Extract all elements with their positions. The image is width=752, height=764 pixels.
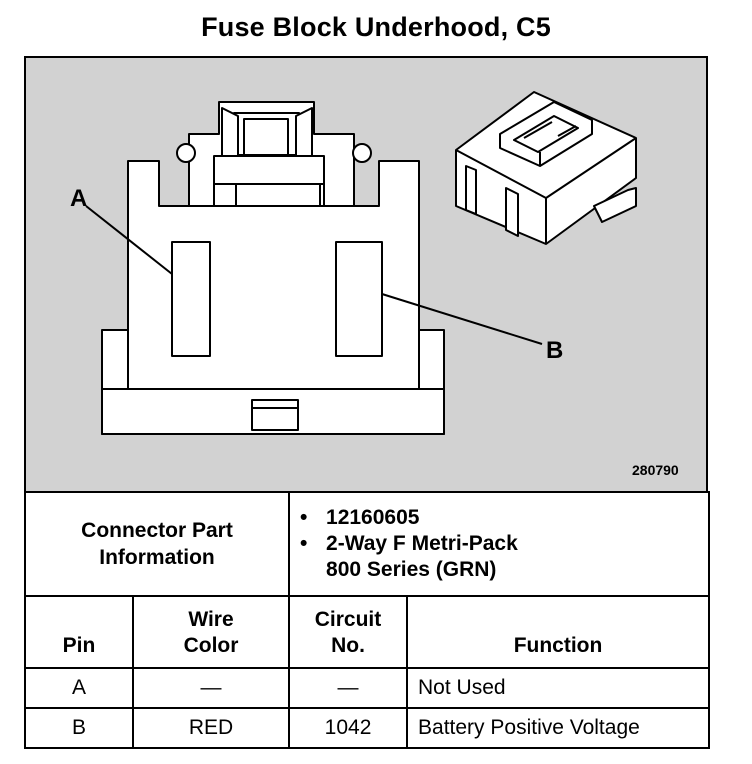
part-number: 12160605	[326, 506, 420, 529]
leader-line-b	[381, 293, 543, 345]
connector-drawing: A B	[70, 91, 637, 435]
pin-cell: A	[24, 667, 134, 709]
page-title: Fuse Block Underhood, C5	[201, 12, 551, 42]
table-row: B RED 1042 Battery Positive Voltage	[24, 707, 711, 749]
callout-b: B	[546, 337, 563, 364]
bullet-icon: •	[300, 532, 308, 555]
connector-isometric-view	[455, 91, 637, 245]
table-row: A — — Not Used	[24, 667, 711, 709]
connector-info-table: Connector Part Information • 12160605 • …	[23, 491, 711, 749]
wire-color-cell: —	[131, 667, 291, 709]
pin-table-header-row: Pin Wire Color Circuit No. Function	[24, 595, 711, 669]
figure-number: 280790	[632, 462, 679, 478]
header-wire-color-text: Wire Color	[183, 608, 239, 657]
function-cell: Not Used	[406, 667, 711, 709]
connector-face-view	[101, 101, 445, 435]
bullet-icon: •	[300, 506, 308, 529]
leader-line-a	[85, 205, 173, 275]
pin-cell: B	[24, 707, 134, 749]
part-description-line2: 800 Series (GRN)	[326, 558, 497, 581]
part-number-item: • 12160605	[300, 505, 708, 531]
header-circuit-no-text: Circuit No.	[314, 608, 382, 657]
header-circuit-no: Circuit No.	[288, 595, 409, 669]
part-description-line1: 2-Way F Metri-Pack	[326, 532, 518, 555]
header-function: Function	[406, 595, 711, 669]
connector-part-label: Connector Part Information	[23, 491, 291, 597]
connector-part-row: Connector Part Information • 12160605 • …	[23, 491, 711, 597]
wire-color-cell: RED	[131, 707, 291, 749]
circuit-no-cell: 1042	[288, 707, 409, 749]
part-description-item: • 2-Way F Metri-Pack 800 Series (GRN)	[300, 531, 708, 583]
circuit-no-cell: —	[288, 667, 409, 709]
connector-part-details: • 12160605 • 2-Way F Metri-Pack 800 Seri…	[288, 491, 711, 597]
header-wire-color: Wire Color	[131, 595, 291, 669]
function-cell: Battery Positive Voltage	[406, 707, 711, 749]
header-pin: Pin	[24, 595, 134, 669]
callout-a: A	[70, 185, 87, 212]
